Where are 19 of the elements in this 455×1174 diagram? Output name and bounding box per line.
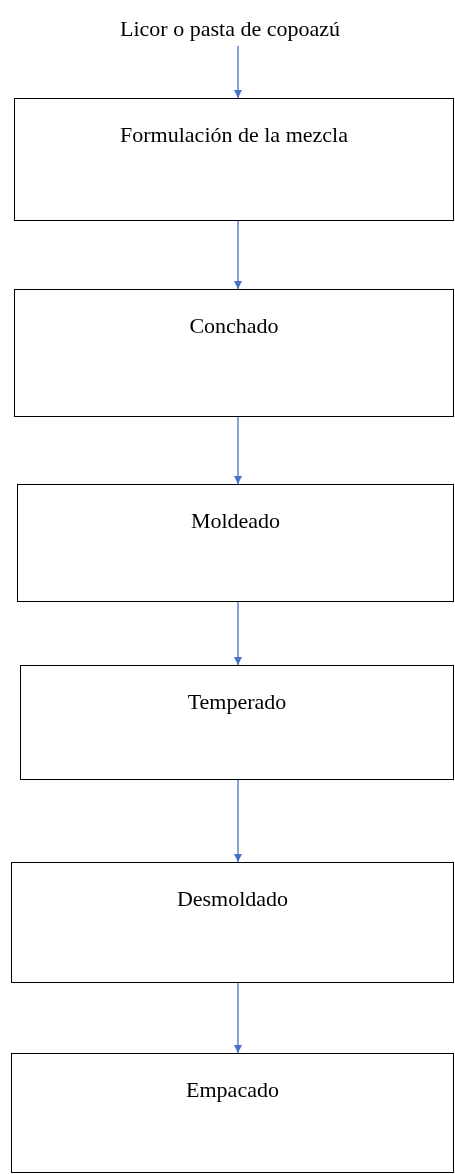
arrow [234,779,242,863]
process-box [14,98,454,221]
arrow [234,601,242,666]
arrow [234,982,242,1054]
step-label: Temperado [187,688,287,716]
process-box [14,289,454,417]
step-label: Empacado [186,1076,279,1104]
step-label: Desmoldado [176,885,289,913]
step-label: Licor o pasta de copoazú [120,15,340,43]
process-box [11,1053,454,1173]
arrow [234,416,242,485]
step-label: Formulación de la mezcla [120,121,348,149]
arrow [234,45,242,99]
step-label: Conchado [189,312,279,340]
arrow [234,220,242,290]
process-box [11,862,454,983]
process-box [20,665,454,780]
step-label: Moldeado [190,507,281,535]
process-box [17,484,454,602]
